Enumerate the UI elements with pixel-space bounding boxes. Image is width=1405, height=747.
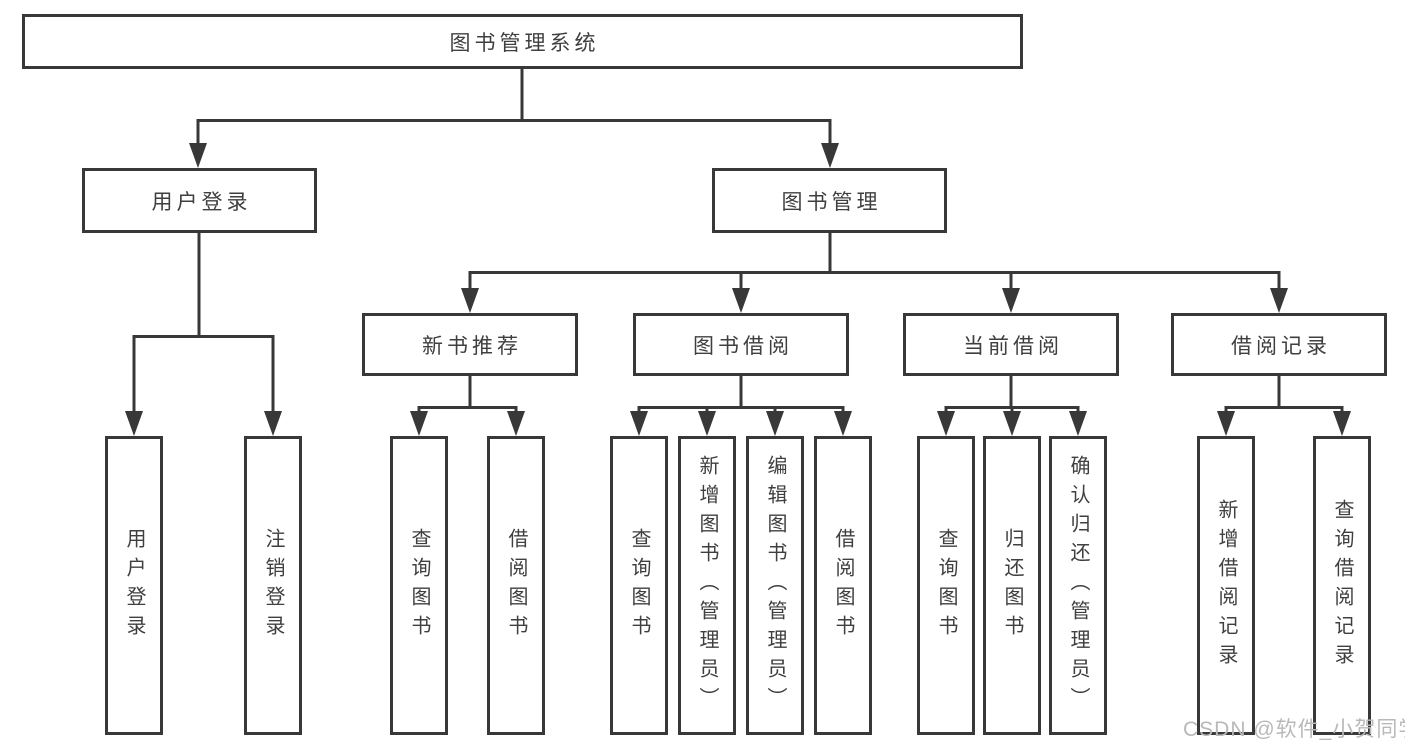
- connector-drop: [705, 406, 709, 412]
- connector-drop: [944, 406, 948, 412]
- connector-drop: [514, 406, 518, 412]
- connector-book-mgmt-drop: [828, 119, 832, 147]
- leaf-logout: 注销登录: [244, 436, 302, 735]
- connector-level3-rail: [470, 271, 1280, 274]
- arrowhead-down-icon: [264, 411, 282, 436]
- leaf-query-books: 查询图书: [917, 436, 975, 735]
- leaf-borrow-books: 借阅图书: [814, 436, 872, 735]
- node-current-borrowing: 当前借阅: [903, 313, 1119, 376]
- connector-drop: [271, 335, 275, 411]
- connector-user-login-stem: [197, 233, 201, 338]
- node-borrowing-records: 借阅记录: [1171, 313, 1387, 376]
- connector-root-stem: [520, 69, 524, 121]
- connector-user-login-rail: [133, 335, 274, 338]
- arrowhead-down-icon: [1069, 411, 1087, 436]
- arrowhead-down-icon: [766, 411, 784, 436]
- node-new-book-recommend: 新书推荐: [362, 313, 578, 376]
- connector-drop: [739, 271, 743, 289]
- arrowhead-down-icon: [937, 411, 955, 436]
- connector-drop: [1277, 271, 1281, 289]
- connector-drop: [1076, 406, 1080, 412]
- node-book-management: 图书管理: [712, 168, 947, 233]
- leaf-confirm-return-admin: 确认归还（管理员）: [1049, 436, 1107, 735]
- arrowhead-down-icon: [732, 288, 750, 313]
- leaf-user-login: 用户登录: [105, 436, 163, 735]
- connector-drop: [1009, 271, 1013, 289]
- connector-drop: [1010, 406, 1014, 412]
- leaf-edit-books-admin: 编辑图书（管理员）: [746, 436, 804, 735]
- arrowhead-down-icon: [1003, 411, 1021, 436]
- node-user-login: 用户登录: [82, 168, 317, 233]
- connector-drop: [132, 335, 136, 411]
- node-root-library-system: 图书管理系统: [22, 14, 1023, 69]
- leaf-query-books: 查询图书: [610, 436, 668, 735]
- leaf-add-books-admin: 新增图书（管理员）: [678, 436, 736, 735]
- connector-level2-rail: [197, 119, 831, 122]
- arrowhead-down-icon: [630, 411, 648, 436]
- arrowhead-down-icon: [461, 288, 479, 313]
- arrowhead-down-icon: [125, 411, 143, 436]
- connector-book-mgmt-stem: [828, 233, 832, 273]
- connector-drop: [1340, 406, 1344, 412]
- connector-user-login-drop: [196, 119, 200, 147]
- connector-stem: [468, 376, 472, 407]
- connector-drop: [841, 406, 845, 412]
- watermark: CSDN @软件_小贺同学: [1183, 718, 1405, 741]
- connector-drop: [417, 406, 421, 412]
- arrowhead-down-icon: [821, 143, 839, 168]
- connector-stem: [1009, 376, 1013, 407]
- leaf-add-borrow-record: 新增借阅记录: [1197, 436, 1255, 735]
- arrowhead-down-icon: [698, 411, 716, 436]
- arrowhead-down-icon: [1217, 411, 1235, 436]
- arrowhead-down-icon: [1002, 288, 1020, 313]
- node-book-borrowing: 图书借阅: [633, 313, 849, 376]
- leaf-borrow-books: 借阅图书: [487, 436, 545, 735]
- connector-drop: [637, 406, 641, 412]
- connector-rail: [418, 406, 517, 409]
- leaf-return-books: 归还图书: [983, 436, 1041, 735]
- connector-rail: [639, 406, 843, 409]
- leaf-query-borrow-record: 查询借阅记录: [1313, 436, 1371, 735]
- connector-stem: [739, 376, 743, 407]
- arrowhead-down-icon: [189, 143, 207, 168]
- arrowhead-down-icon: [1270, 288, 1288, 313]
- connector-drop: [773, 406, 777, 412]
- connector-stem: [1277, 376, 1281, 407]
- arrowhead-down-icon: [1333, 411, 1351, 436]
- connector-rail: [1226, 406, 1342, 409]
- connector-drop: [1224, 406, 1228, 412]
- connector-drop: [468, 271, 472, 289]
- arrowhead-down-icon: [410, 411, 428, 436]
- leaf-query-books: 查询图书: [390, 436, 448, 735]
- arrowhead-down-icon: [507, 411, 525, 436]
- arrowhead-down-icon: [834, 411, 852, 436]
